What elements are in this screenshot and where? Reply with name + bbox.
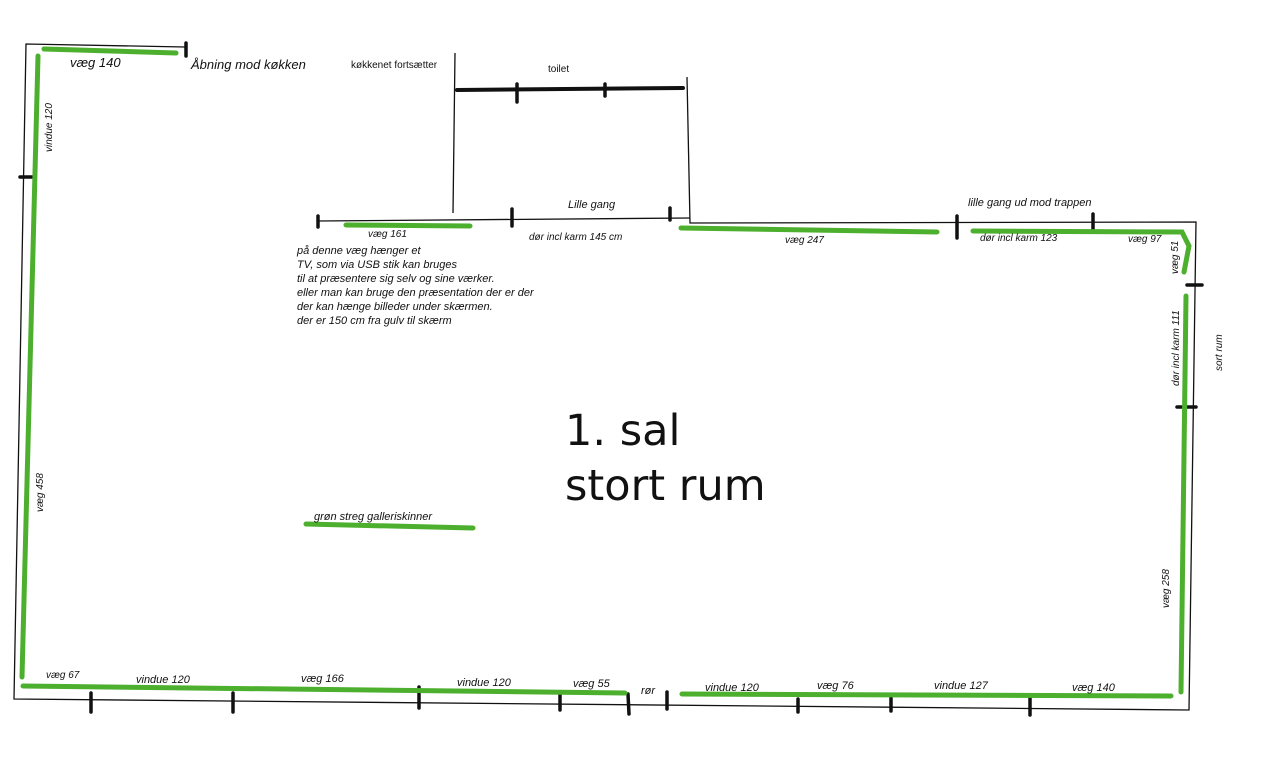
- rail-bottom-left: [20, 683, 628, 696]
- label-dor-111: dør incl karm 111: [1171, 310, 1182, 386]
- rail-top-left: [41, 46, 179, 56]
- label-vaeg-55: væg 55: [573, 678, 610, 690]
- label-vaeg-76: væg 76: [817, 680, 854, 692]
- label-dor-123: dør incl karm 123: [980, 233, 1058, 244]
- label-vindue-120-b2: vindue 120: [457, 677, 511, 689]
- rail-vaeg-161: [343, 222, 473, 229]
- tv-note-line: der er 150 cm fra gulv til skærm: [297, 315, 452, 327]
- label-vindue-120-left: vindue 120: [44, 103, 55, 152]
- tv-note: på denne væg hænger et TV, som via USB s…: [297, 244, 534, 328]
- gallery-rails: [19, 46, 1192, 699]
- label-vindue-120-b1: vindue 120: [136, 674, 190, 686]
- label-vaeg-97: væg 97: [1128, 234, 1162, 245]
- label-lille-gang: Lille gang: [568, 199, 616, 211]
- lille-gang-wall: [317, 217, 691, 222]
- left-top-wall: [13, 43, 1197, 711]
- toilet-wall: [455, 86, 685, 92]
- label-vaeg-140-bottom: væg 140: [1072, 682, 1115, 694]
- tv-note-line: til at præsentere sig selv og sine værke…: [297, 273, 495, 285]
- wall-markers: [18, 41, 1204, 717]
- label-sort-rum: sort rum: [1214, 334, 1225, 371]
- rail-right-top: [970, 228, 1192, 275]
- label-abning-mod-kokken: Åbning mod køkken: [191, 57, 306, 72]
- walls: [13, 43, 1197, 711]
- kitchen-divider-wall: [452, 52, 456, 214]
- label-gron-streg: grøn streg galleriskinner: [314, 511, 432, 523]
- room-title-line2: stort rum: [565, 461, 766, 511]
- label-vindue-120-b3: vindue 120: [705, 682, 759, 694]
- label-vaeg-166: væg 166: [301, 673, 344, 685]
- tv-note-line: TV, som via USB stik kan bruges: [297, 259, 457, 271]
- tv-note-line: eller man kan bruge den præsentation der…: [297, 287, 534, 299]
- rail-bottom-right: [679, 691, 1174, 699]
- label-lille-gang-trappen: lille gang ud mod trappen: [968, 197, 1092, 209]
- label-ror: rør: [641, 685, 656, 697]
- rail-right: [1178, 293, 1189, 695]
- label-dor-145: dør incl karm 145 cm: [529, 232, 623, 243]
- tv-note-line: på denne væg hænger et: [297, 245, 421, 257]
- label-kokkenet-fortsaetter: køkkenet fortsætter: [351, 60, 438, 71]
- room-title: 1. sal stort rum: [565, 404, 766, 514]
- label-vaeg-458: væg 458: [35, 473, 46, 512]
- label-vindue-127: vindue 127: [934, 680, 988, 692]
- label-vaeg-258: væg 258: [1161, 569, 1172, 608]
- rail-legend-sample: [303, 521, 476, 531]
- room-title-line1: 1. sal: [565, 406, 681, 456]
- label-toilet: toilet: [548, 64, 570, 75]
- tv-note-line: der kan hænge billeder under skærmen.: [297, 301, 493, 313]
- label-vaeg-161: væg 161: [368, 229, 407, 240]
- rail-left: [19, 53, 41, 680]
- label-vaeg-51: væg 51: [1170, 240, 1181, 274]
- label-vaeg-247: væg 247: [785, 235, 824, 246]
- rail-vaeg-247: [678, 225, 940, 235]
- label-vaeg-140-top: væg 140: [70, 55, 121, 70]
- label-vaeg-67: væg 67: [46, 670, 80, 681]
